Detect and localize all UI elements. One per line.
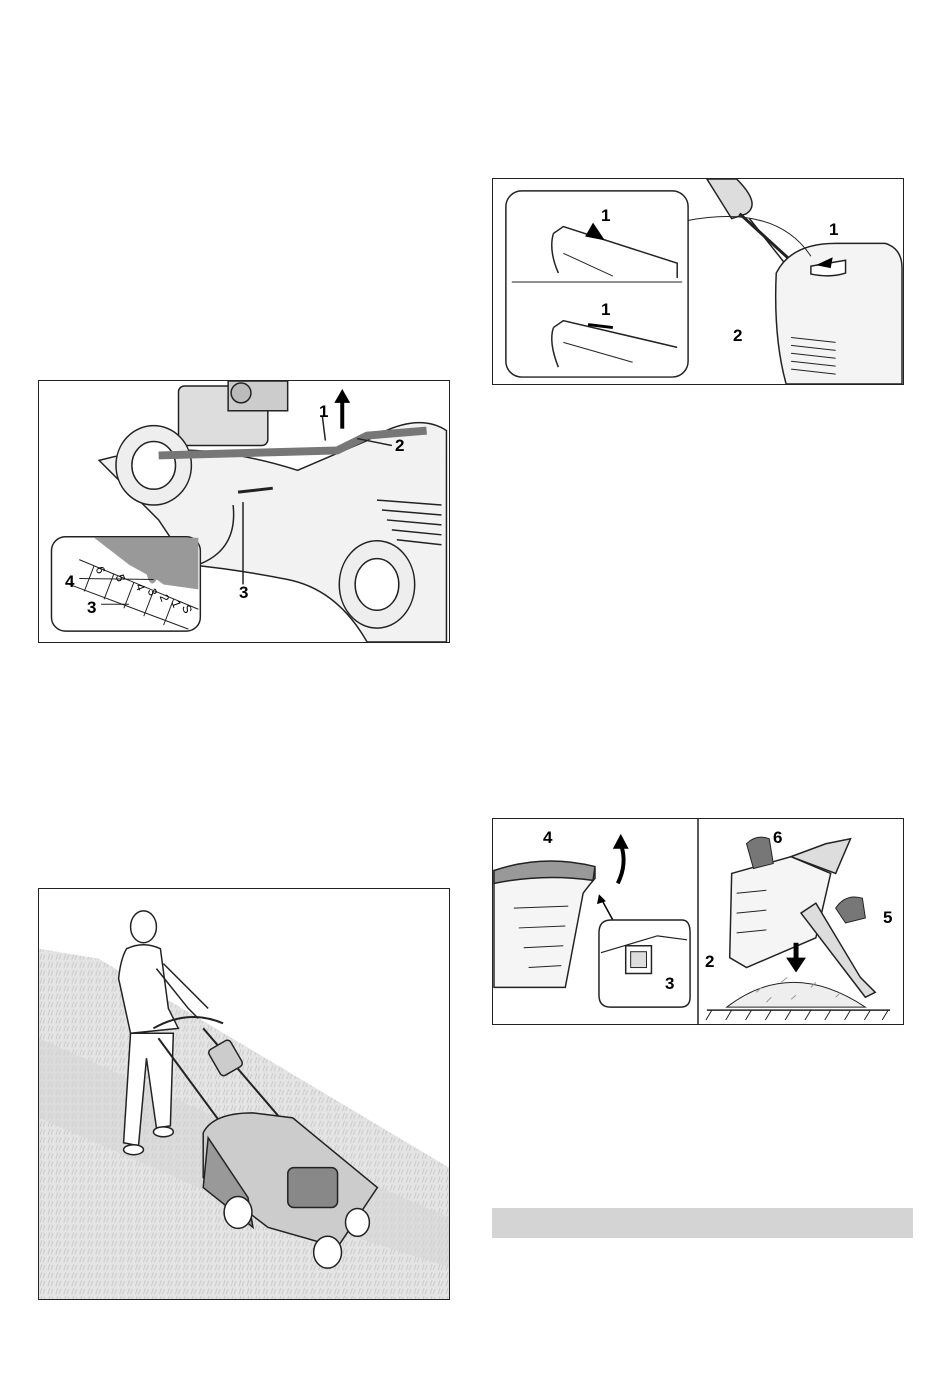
mowing-slope-illustration xyxy=(39,889,449,1299)
catcher-level-illustration xyxy=(493,179,903,384)
callout-2: 2 xyxy=(733,327,742,344)
emptying-catcher-illustration xyxy=(493,819,903,1024)
inset-callout-1-top: 1 xyxy=(601,207,610,224)
callout-4: 4 xyxy=(543,829,552,846)
inset-callout-4: 4 xyxy=(65,573,74,590)
callout-3: 3 xyxy=(239,584,248,601)
figure-emptying-catcher: 4 3 6 2 5 xyxy=(492,818,904,1025)
callout-1: 1 xyxy=(319,403,328,420)
callout-3: 3 xyxy=(665,975,674,992)
cutting-height-illustration xyxy=(39,381,449,642)
figure-catcher-level: 1 1 1 2 xyxy=(492,178,904,385)
section-heading-bar xyxy=(492,1208,913,1238)
figure-mowing-slope xyxy=(38,888,450,1300)
inset-callout-1-bottom: 1 xyxy=(601,301,610,318)
inset-callout-3: 3 xyxy=(87,599,96,616)
figure-cutting-height: 6 5 4 3 2 1 S 1 2 3 4 3 xyxy=(38,380,450,643)
callout-6: 6 xyxy=(773,829,782,846)
callout-5: 5 xyxy=(883,909,892,926)
callout-1: 1 xyxy=(829,221,838,238)
callout-2: 2 xyxy=(705,953,714,970)
callout-2: 2 xyxy=(395,437,404,454)
